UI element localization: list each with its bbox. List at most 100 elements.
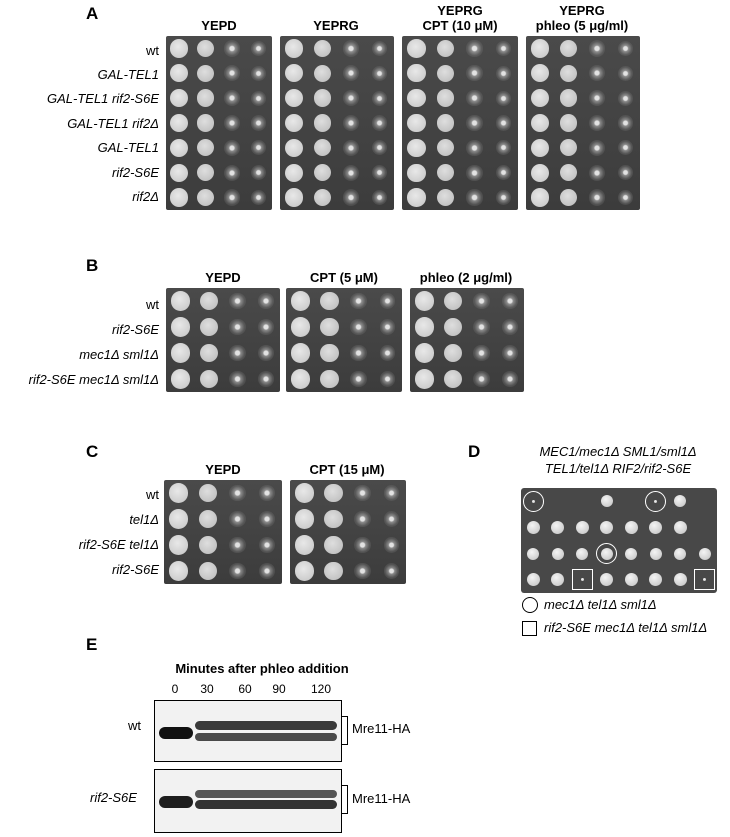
yeast-spot: [228, 370, 246, 388]
circle-marker-icon: [596, 543, 618, 565]
yeast-spot: [285, 88, 304, 108]
yeast-spot: [407, 188, 426, 207]
yeast-spot: [290, 369, 311, 389]
yeast-spot: [414, 291, 434, 311]
yeast-spot: [354, 510, 371, 528]
yeast-spot: [229, 510, 247, 528]
yeast-spot: [560, 139, 578, 157]
western-blot-wt: [154, 700, 342, 762]
tetrad-colony: [673, 520, 687, 534]
yeast-spot: [589, 40, 606, 57]
tetrad-colony: [551, 573, 565, 587]
yeast-spot: [169, 483, 189, 503]
yeast-spot: [372, 165, 388, 181]
panel-a-row-label: GAL-TEL1: [97, 140, 159, 155]
plate-b-phleo: [410, 288, 524, 392]
yeast-spot: [472, 370, 490, 388]
yeast-spot: [589, 139, 606, 156]
panel-b-header-cpt: CPT (5 μM): [310, 270, 378, 285]
yeast-spot: [320, 369, 339, 389]
panel-a-header-yeprg: YEPRG: [313, 18, 359, 33]
tetrad-colony: [703, 578, 707, 582]
yeast-spot: [501, 319, 518, 335]
panel-a-header-phleo-dose: phleo (5 μg/ml): [535, 18, 629, 33]
yeast-spot: [501, 293, 518, 309]
yeast-spot: [170, 343, 190, 363]
panel-b-letter: B: [86, 256, 99, 275]
yeast-spot: [407, 163, 426, 182]
panel-d-title-line1: MEC1/mec1Δ SML1/sml1Δ: [539, 444, 697, 459]
yeast-spot: [294, 561, 315, 581]
yeast-spot: [224, 164, 241, 181]
yeast-spot: [372, 65, 388, 81]
yeast-spot: [495, 165, 512, 181]
yeast-spot: [229, 536, 247, 554]
yeast-spot: [285, 64, 304, 83]
yeast-spot: [343, 40, 360, 57]
yeast-spot: [618, 90, 634, 106]
legend-circle-icon: [522, 597, 538, 613]
panel-b-row-label: mec1Δ sml1Δ: [79, 347, 159, 362]
yeast-spot: [436, 89, 455, 107]
yeast-spot: [170, 39, 189, 58]
panel-b-header-yepd: YEPD: [205, 270, 241, 285]
plate-b-cpt: [286, 288, 402, 392]
band: [159, 727, 193, 739]
yeast-spot: [466, 65, 483, 82]
yeast-spot: [343, 164, 360, 181]
yeast-spot: [285, 113, 304, 133]
panel-a-header-phleo-medium: YEPRG: [559, 3, 605, 18]
panel-b-header-phleo: phleo (2 μg/ml): [419, 270, 513, 285]
yeast-spot: [199, 535, 218, 555]
timepoint-label: 120: [310, 682, 332, 696]
yeast-spot: [472, 292, 490, 310]
blot-row-label: wt: [128, 718, 141, 733]
panel-d-letter: D: [468, 442, 481, 461]
yeast-spot: [314, 114, 332, 132]
timepoint-label: 60: [238, 682, 252, 696]
yeast-spot: [414, 369, 434, 389]
yeast-spot: [224, 114, 241, 132]
yeast-spot: [531, 138, 550, 158]
yeast-spot: [531, 188, 550, 207]
yeast-spot: [618, 40, 634, 56]
tetrad-colony: [698, 547, 711, 560]
yeast-spot: [170, 369, 190, 389]
panel-a-header-cpt-dose: CPT (10 μM): [422, 18, 498, 33]
yeast-spot: [170, 88, 189, 108]
yeast-spot: [443, 317, 462, 337]
yeast-spot: [383, 485, 400, 501]
panel-a-row-label: GAL-TEL1: [97, 67, 159, 82]
yeast-spot: [259, 485, 276, 501]
yeast-spot: [466, 189, 483, 206]
tetrad-colony: [624, 520, 638, 534]
yeast-spot: [414, 317, 434, 337]
yeast-spot: [354, 562, 371, 580]
legend-circle-label: mec1Δ tel1Δ sml1Δ: [544, 597, 657, 612]
yeast-spot: [407, 88, 426, 108]
yeast-spot: [436, 64, 455, 82]
yeast-spot: [314, 64, 332, 82]
panel-b-row-label: rif2-S6E mec1Δ sml1Δ: [28, 372, 159, 387]
panel-a-header-cpt-medium: YEPRG: [437, 3, 483, 18]
yeast-spot: [372, 190, 388, 206]
yeast-spot: [350, 344, 367, 362]
yeast-spot: [314, 188, 332, 207]
band: [195, 800, 337, 809]
tetrad-colony: [649, 547, 662, 560]
yeast-spot: [589, 189, 606, 206]
yeast-spot: [290, 343, 311, 363]
yeast-spot: [466, 90, 483, 107]
tetrad-colony: [526, 573, 540, 587]
yeast-spot: [343, 90, 360, 107]
yeast-spot: [350, 292, 367, 310]
yeast-spot: [324, 483, 343, 503]
yeast-spot: [170, 113, 189, 133]
yeast-spot: [285, 39, 304, 58]
yeast-spot: [224, 90, 241, 107]
yeast-spot: [436, 39, 455, 58]
yeast-spot: [170, 64, 189, 83]
yeast-spot: [560, 164, 578, 182]
yeast-spot: [224, 139, 241, 156]
yeast-spot: [372, 115, 388, 131]
